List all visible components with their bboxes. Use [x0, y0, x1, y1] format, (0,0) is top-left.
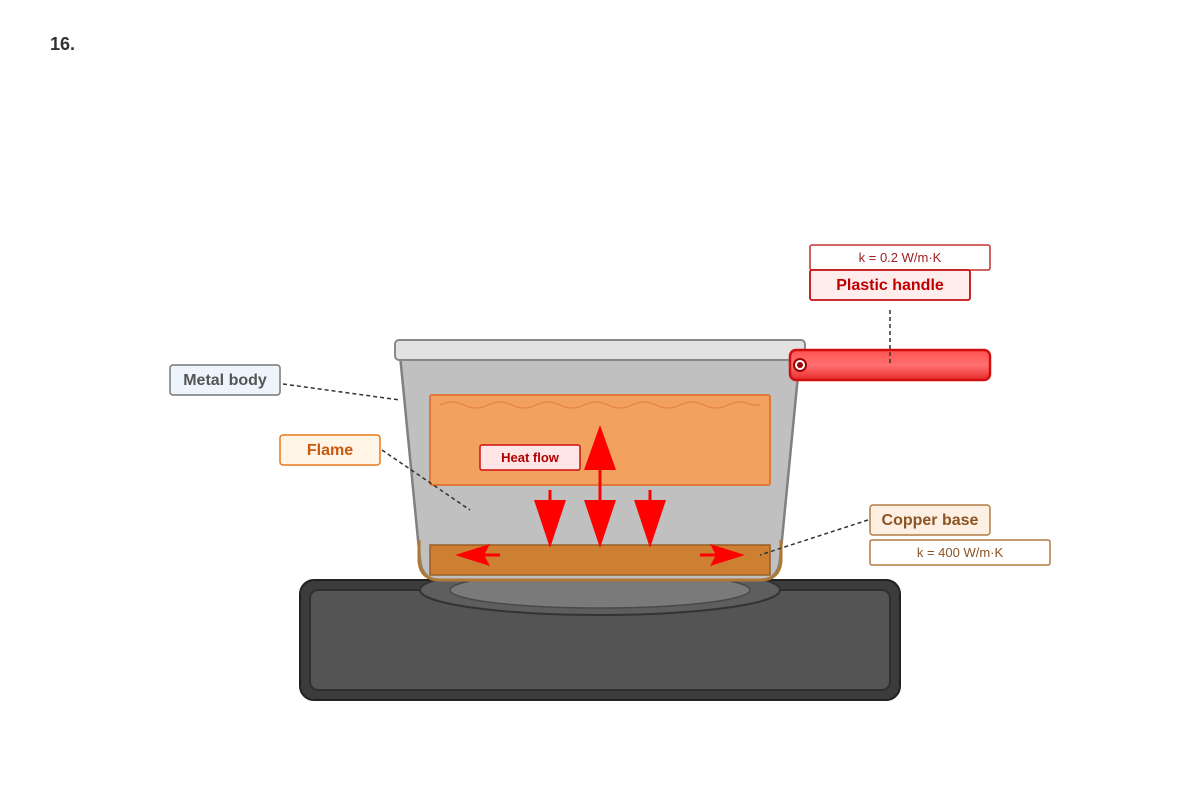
label-copper-base-k-text: k = 400 W/m·K — [917, 545, 1004, 560]
arrow-head-left — [455, 544, 490, 566]
leader-copper-base — [759, 519, 869, 556]
label-heat-flow: Heat flow — [479, 444, 581, 471]
leader-metal-body — [282, 383, 401, 401]
stove — [299, 564, 901, 701]
label-heat-flow-text: Heat flow — [501, 450, 560, 465]
copper-bottom-band — [417, 540, 783, 582]
arrow-head-right — [710, 544, 745, 566]
leader-flame — [381, 449, 471, 511]
plastic-handle-group — [788, 348, 992, 382]
label-flame: Flame — [279, 434, 381, 466]
label-plastic-handle-text: Plastic handle — [836, 277, 944, 294]
label-metal-body-box — [169, 364, 281, 396]
arrow-head-left-down — [534, 500, 566, 548]
label-flame-text: Flame — [307, 442, 353, 459]
arrow-head-down-center — [584, 500, 616, 548]
label-metal-body: Metal body — [169, 364, 281, 396]
arrow-head-right-down — [634, 500, 666, 548]
label-metal-body-text: Metal body — [183, 372, 267, 389]
handle-rivet-center — [797, 362, 803, 368]
label-plastic-handle-box — [809, 269, 971, 301]
label-plastic-handle-k-text: k = 0.2 W/m·K — [859, 250, 942, 265]
label-copper-base: Copper base k = 400 W/m·K — [869, 504, 1051, 566]
leader-lines — [282, 310, 891, 556]
question-number: 16. — [50, 34, 76, 54]
arrow-head-up — [584, 425, 616, 470]
heat-flow-arrows — [455, 425, 745, 566]
label-flame-box — [279, 434, 381, 466]
pot-rim — [394, 339, 806, 361]
label-heat-flow-box — [479, 444, 581, 471]
label-plastic-handle: k = 0.2 W/m·K Plastic handle — [809, 244, 991, 301]
label-copper-base-k-box — [869, 539, 1051, 566]
water-surface-wave — [439, 401, 760, 409]
label-copper-base-text: Copper base — [882, 512, 979, 529]
label-copper-base-box — [869, 504, 991, 536]
plastic-handle — [788, 348, 992, 382]
